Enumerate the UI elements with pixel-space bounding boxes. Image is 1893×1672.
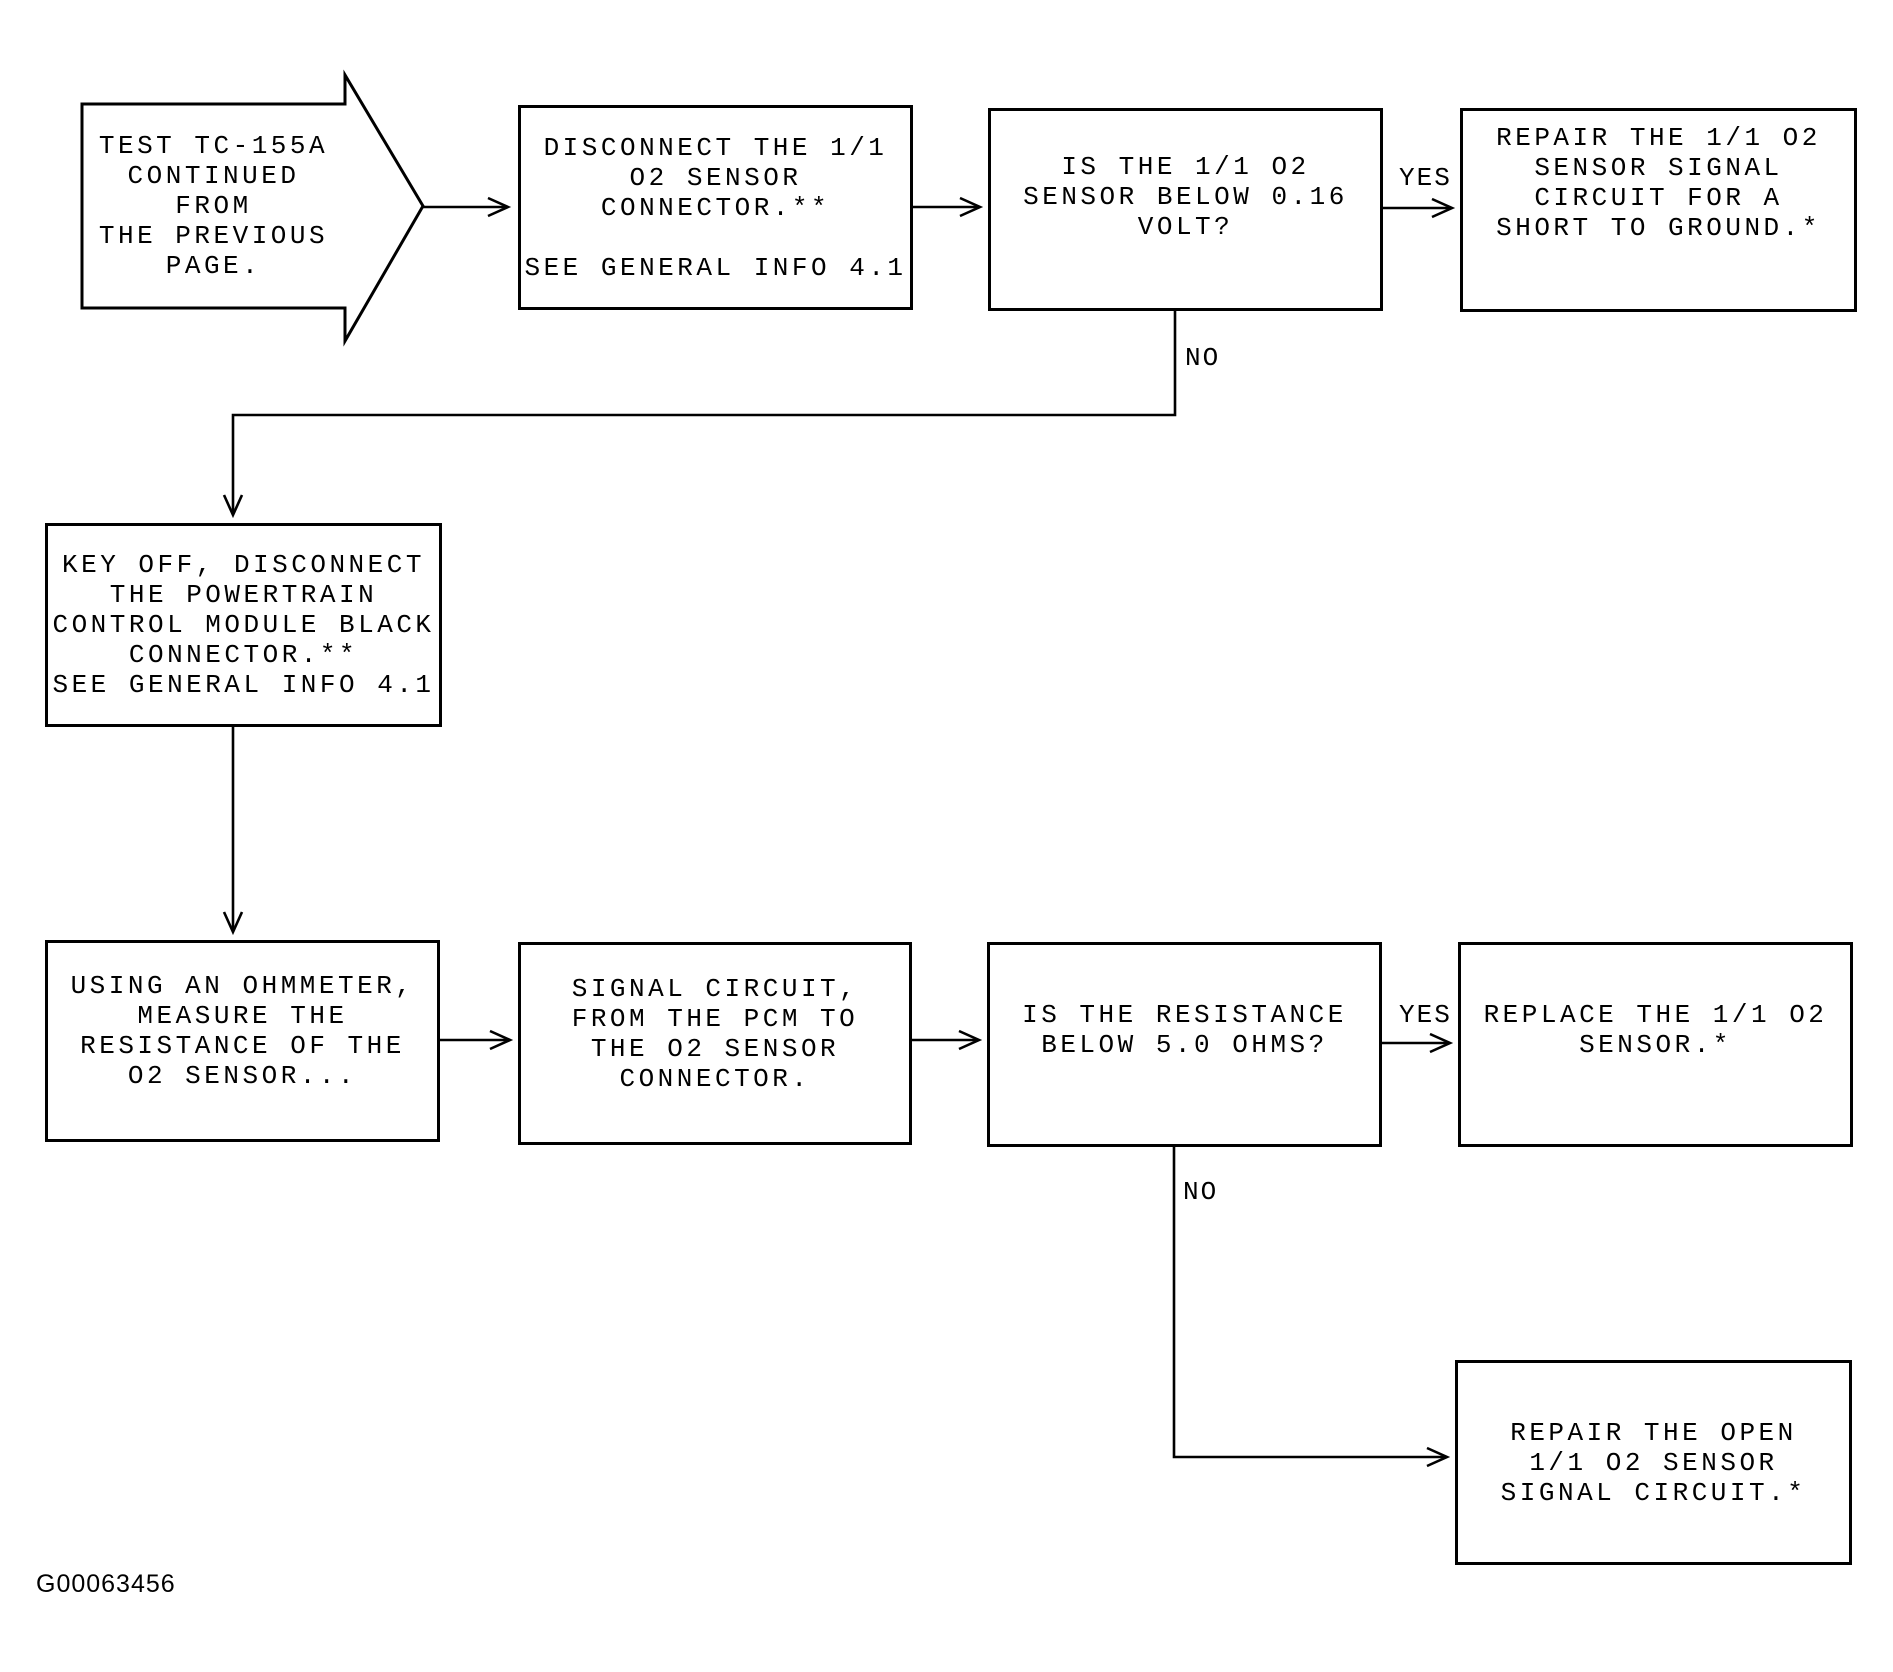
node-repair-open-signal-circuit: REPAIR THE OPEN 1/1 O2 SENSOR SIGNAL CIR… — [1455, 1360, 1852, 1565]
node-repair-short-to-ground-text: REPAIR THE 1/1 O2 SENSOR SIGNAL CIRCUIT … — [1496, 122, 1821, 243]
node-repair-short-to-ground: REPAIR THE 1/1 O2 SENSOR SIGNAL CIRCUIT … — [1460, 108, 1857, 312]
node-replace-sensor-text: REPLACE THE 1/1 O2 SENSOR.* — [1483, 999, 1828, 1060]
node-question-sensor-below-016v-text: IS THE 1/1 O2 SENSOR BELOW 0.16 VOLT? — [1023, 152, 1348, 242]
figure-id: G00063456 — [36, 1570, 176, 1598]
node-key-off-disconnect-pcm-text: KEY OFF, DISCONNECT THE POWERTRAIN CONTR… — [52, 550, 435, 700]
node-question-sensor-below-016v: IS THE 1/1 O2 SENSOR BELOW 0.16 VOLT? — [988, 108, 1383, 311]
node-question-resistance-below-5-ohms: IS THE RESISTANCE BELOW 5.0 OHMS? — [987, 942, 1382, 1147]
node-key-off-disconnect-pcm: KEY OFF, DISCONNECT THE POWERTRAIN CONTR… — [45, 523, 442, 727]
node-measure-resistance: USING AN OHMMETER, MEASURE THE RESISTANC… — [45, 940, 440, 1142]
connector-resistance-no — [1172, 1147, 1451, 1468]
node-repair-open-signal-circuit-text: REPAIR THE OPEN 1/1 O2 SENSOR SIGNAL CIR… — [1500, 1417, 1807, 1508]
edge-label-voltage-no: NO — [1185, 343, 1221, 373]
offpage-arrow-shape — [80, 69, 425, 347]
node-start: TEST TC-155A CONTINUED FROM THE PREVIOUS… — [82, 104, 345, 333]
node-start-text: TEST TC-155A CONTINUED FROM THE PREVIOUS… — [98, 131, 329, 281]
node-question-resistance-below-5-ohms-text: IS THE RESISTANCE BELOW 5.0 OHMS? — [1022, 999, 1347, 1060]
node-signal-circuit: SIGNAL CIRCUIT, FROM THE PCM TO THE O2 S… — [518, 942, 912, 1145]
connector-voltage-no — [222, 311, 1177, 519]
edge-label-resistance-yes: YES — [1399, 1000, 1452, 1030]
node-measure-resistance-text: USING AN OHMMETER, MEASURE THE RESISTANC… — [70, 971, 415, 1091]
edge-label-voltage-yes: YES — [1399, 163, 1452, 193]
node-signal-circuit-text: SIGNAL CIRCUIT, FROM THE PCM TO THE O2 S… — [571, 973, 859, 1094]
node-replace-sensor: REPLACE THE 1/1 O2 SENSOR.* — [1458, 942, 1853, 1147]
node-disconnect-o2-connector-text: DISCONNECT THE 1/1 O2 SENSOR CONNECTOR.*… — [524, 132, 907, 283]
edge-label-resistance-no: NO — [1183, 1177, 1219, 1207]
node-disconnect-o2-connector: DISCONNECT THE 1/1 O2 SENSOR CONNECTOR.*… — [518, 105, 913, 310]
